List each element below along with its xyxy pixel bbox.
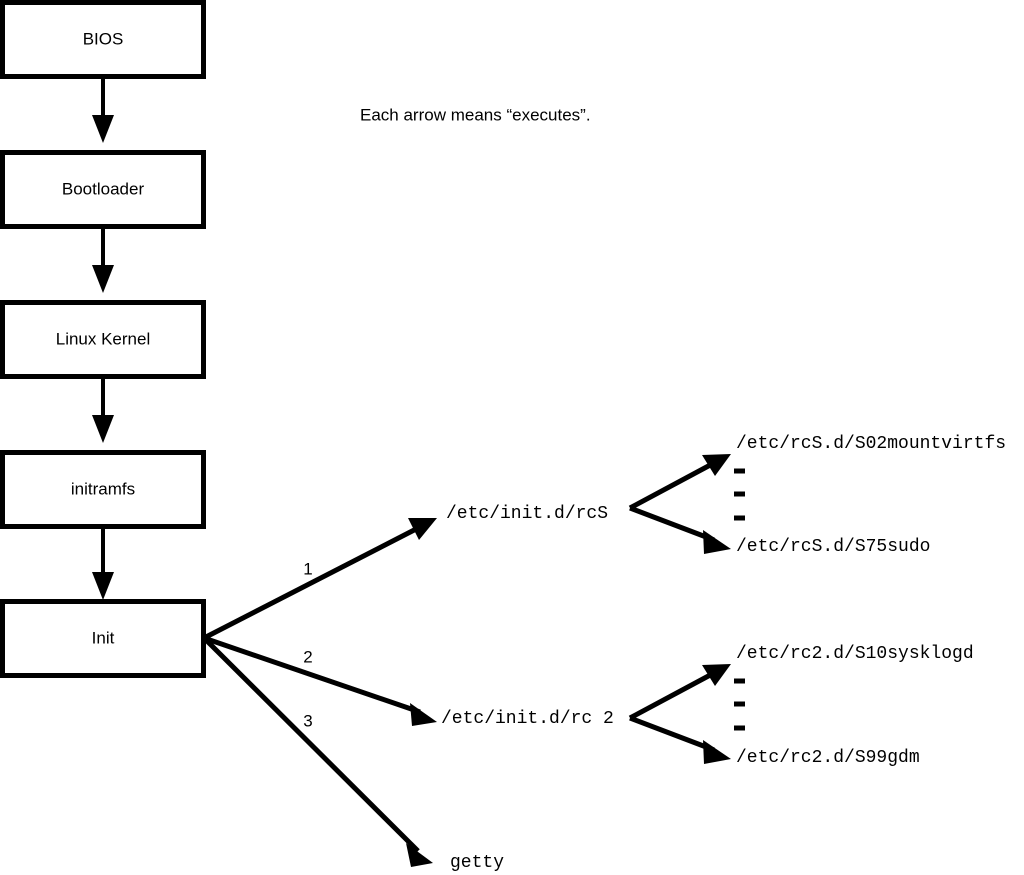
node-init: Init	[0, 599, 206, 678]
init-box	[0, 599, 206, 678]
linux-kernel-label: Linux Kernel	[56, 329, 151, 348]
arrow-shaft	[202, 524, 422, 641]
bios-box	[0, 0, 206, 79]
arrow-init-branch-2: 2	[203, 635, 437, 726]
caption-text: Each arrow means “executes”.	[360, 105, 591, 124]
arrow-shaft	[202, 636, 420, 853]
bios-label: BIOS	[83, 29, 124, 48]
arrow-init-branch-3: 3	[202, 636, 433, 867]
initramfs-box	[0, 450, 206, 529]
arrow-shaft	[629, 715, 715, 753]
arrow-shaft	[203, 635, 421, 715]
node-linux-kernel: Linux Kernel	[0, 300, 206, 379]
bootloader-box	[0, 150, 206, 229]
node-initramfs: initramfs	[0, 450, 206, 529]
arrow-rcs-to-first-script	[628, 454, 731, 511]
node-bios: BIOS	[0, 0, 206, 79]
rcs-last-script: /etc/rcS.d/S75sudo	[736, 537, 930, 557]
branch-number-3: 3	[303, 711, 312, 730]
arrow-bios-to-bootloader	[92, 77, 114, 143]
arrow-head-icon	[702, 454, 731, 476]
arrow-bootloader-to-kernel	[92, 227, 114, 293]
arrow-initramfs-to-init	[92, 527, 114, 600]
arrow-head-icon	[92, 265, 114, 293]
init-branch-target-1: /etc/init.d/rcS	[446, 504, 608, 524]
arrow-shaft	[628, 460, 716, 511]
bootloader-label: Bootloader	[62, 179, 145, 198]
arrow-rcs-to-last-script	[629, 505, 731, 554]
arrow-head-icon	[92, 115, 114, 143]
arrow-head-icon	[92, 572, 114, 600]
branch-number-1: 1	[303, 559, 312, 578]
node-bootloader: Bootloader	[0, 150, 206, 229]
linux-kernel-box	[0, 300, 206, 379]
arrow-shaft	[628, 670, 716, 721]
arrow-head-icon	[406, 843, 433, 867]
rcs-first-script: /etc/rcS.d/S02mountvirtfs	[736, 434, 1006, 454]
arrow-head-icon	[703, 530, 731, 554]
arrow-head-icon	[702, 664, 731, 686]
arrow-head-icon	[408, 518, 437, 540]
arrow-init-branch-1: 1	[202, 518, 437, 641]
arrow-rc2-to-last-script	[629, 715, 731, 764]
branch-number-2: 2	[303, 647, 312, 666]
init-branch-target-2: /etc/init.d/rc 2	[441, 709, 614, 729]
arrow-shaft	[629, 505, 715, 543]
arrow-rc2-to-first-script	[628, 664, 731, 721]
initramfs-label: initramfs	[71, 479, 135, 498]
init-branch-target-3: getty	[450, 853, 504, 873]
rc2-first-script: /etc/rc2.d/S10sysklogd	[736, 644, 974, 664]
arrow-head-icon	[92, 415, 114, 443]
rc2-last-script: /etc/rc2.d/S99gdm	[736, 748, 920, 768]
arrow-kernel-to-initramfs	[92, 377, 114, 443]
arrow-head-icon	[703, 740, 731, 764]
arrow-head-icon	[410, 703, 437, 726]
init-label: Init	[92, 628, 115, 647]
